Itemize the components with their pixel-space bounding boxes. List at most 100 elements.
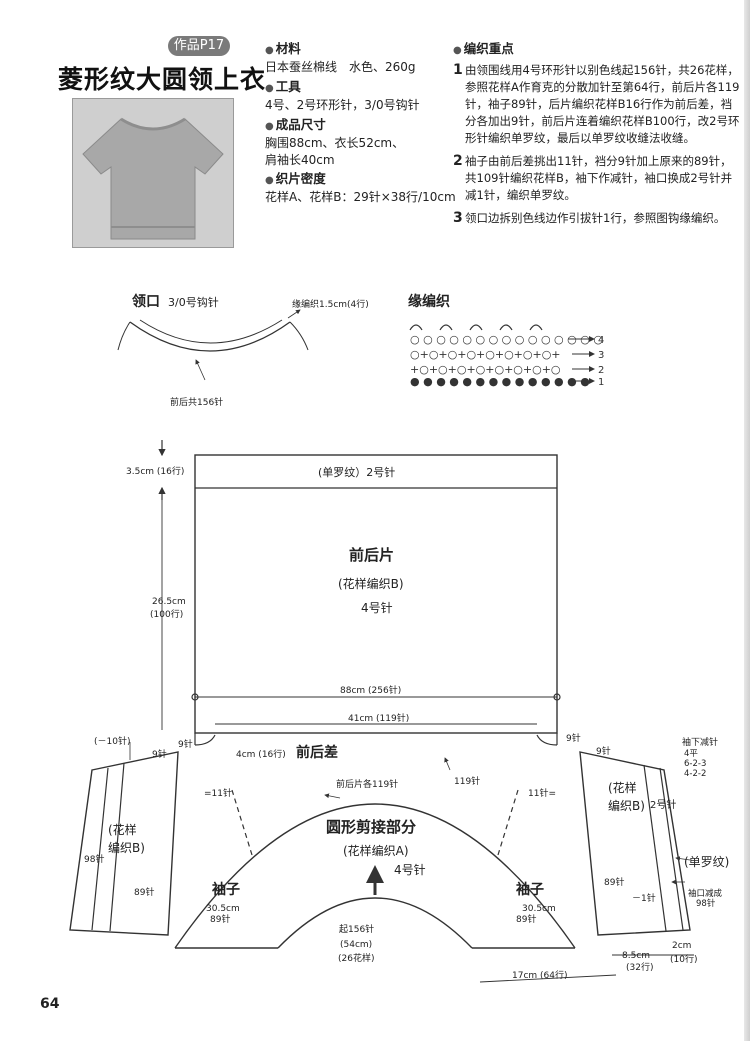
- right-sleeve-cuff-dec: 袖口减成: [688, 888, 723, 899]
- right-sleeve-w2-rows: (10行): [670, 953, 697, 965]
- yoke-needle: 4号针: [394, 862, 426, 877]
- collar-needle: 3/0号钩针: [168, 295, 219, 309]
- left-sleeve-gusset: 9针: [152, 748, 167, 760]
- sweater-photo: [72, 98, 234, 248]
- yoke-119: 119针: [454, 775, 480, 787]
- body-rows: (100行): [150, 608, 183, 620]
- sleeve-len-left: 30.5cm: [206, 904, 240, 914]
- yoke-front-back: 前后片各119针: [336, 778, 398, 790]
- step-text: 由领围线用4号环形针以别色线起156针，共26花样，参照花样A作育克的分散加针至…: [465, 63, 740, 145]
- yoke-title: 圆形剪接部分: [326, 818, 416, 836]
- yoke-pattern: (花样编织A): [343, 843, 409, 858]
- page-edge-shadow: [744, 0, 750, 1041]
- right-sleeve-w1-rows: (32行): [626, 961, 653, 973]
- edging-row-4: 4: [598, 335, 604, 346]
- right-sleeve-needle: 2号针: [650, 798, 676, 811]
- body-width: 88cm (256针): [340, 684, 401, 696]
- body-rib-label: (单罗纹）2号针: [318, 465, 395, 479]
- size-line-2: 肩袖长40cm: [265, 153, 335, 167]
- edging-symbols: ○ ○ ○ ○ ○ ○ ○ ○ ○ ○ ○ ○ ○ ○ ○ ○+○+○+○+○+…: [410, 333, 603, 388]
- edging-row-1: 1: [598, 377, 604, 388]
- gusset-left: 9针: [178, 738, 193, 750]
- page-number: 64: [40, 996, 60, 1012]
- materials-section: 材料 日本蚕丝棉线 水色、260g: [265, 40, 455, 76]
- step-number: 1: [453, 62, 463, 78]
- cast-on: 起156针: [339, 923, 374, 935]
- right-sleeve-dec-2: 6-2-3: [684, 759, 706, 769]
- collar-total: 前后共156针: [170, 396, 223, 408]
- size-heading: 成品尺寸: [265, 116, 455, 135]
- tools-heading: 工具: [265, 78, 455, 97]
- page-title: 菱形纹大圆领上衣: [58, 65, 267, 94]
- step-number: 3: [453, 210, 463, 226]
- pickup-left: =11针: [204, 787, 232, 799]
- right-sleeve-w2: 2cm: [672, 941, 691, 951]
- cast-on-rep: (26花样): [338, 952, 374, 964]
- gusset-right: 9针: [566, 732, 581, 744]
- sweater-illustration: [73, 99, 233, 247]
- right-sleeve-dec-3: 4-2-2: [684, 769, 706, 779]
- diagram-labels: 领口 3/0号钩针 缘编织1.5cm(4行) 前后共156针 缘编织 3.5cm…: [84, 293, 729, 981]
- sleeve-title-right: 袖子: [516, 881, 544, 898]
- materials-text: 日本蚕丝棉线 水色、260g: [265, 60, 416, 74]
- right-sleeve-gusset: 9针: [596, 745, 611, 757]
- materials-heading: 材料: [265, 40, 455, 59]
- gauge-heading: 织片密度: [265, 170, 465, 189]
- body-height: 26.5cm: [152, 597, 186, 607]
- right-sleeve-w1: 8.5cm: [622, 951, 650, 961]
- right-sleeve-rib: (单罗纹): [684, 855, 729, 869]
- body-pattern: (花样编织B): [338, 576, 404, 591]
- step-3: 3 领口边拆别色线边作引拔针1行，参照图钩缘编织。: [453, 210, 743, 227]
- left-sleeve-top: (－10针): [94, 735, 130, 747]
- sleeve-sts-right: 89针: [516, 913, 536, 925]
- collar-title: 领口: [132, 293, 160, 310]
- right-sleeve-pattern-2: 编织B): [608, 798, 645, 813]
- gauge-text: 花样A、花样B：29针×38行/10cm: [265, 190, 456, 204]
- svg-text:● ● ● ● ● ● ● ● ● ● ● ● ● ●: ● ● ● ● ● ● ● ● ● ● ● ● ● ●: [410, 375, 590, 388]
- right-sleeve-dec-title: 袖下减针: [682, 736, 718, 748]
- step-2: 2 袖子由前后差挑出11针，裆分9针加上原来的89针，共109针编织花样B，袖下…: [453, 153, 743, 204]
- sleeve-title-left: 袖子: [212, 881, 240, 898]
- diff-height: 4cm (16行): [236, 748, 286, 760]
- step-number: 2: [453, 153, 463, 169]
- right-sleeve-pattern-1: (花样: [608, 780, 637, 795]
- right-sleeve-dec-1: 4平: [684, 749, 698, 759]
- work-badge: 作品P17: [168, 36, 230, 56]
- right-sleeve-minus-1: －1针: [632, 892, 656, 904]
- edging-title: 缘编织: [408, 293, 450, 310]
- pickup-right: 11针=: [528, 787, 556, 799]
- body-title: 前后片: [349, 546, 394, 564]
- body-piece: [158, 440, 561, 746]
- size-section: 成品尺寸 胸围88cm、衣长52cm、 肩袖长40cm: [265, 116, 455, 169]
- right-sleeve-piece: [579, 751, 694, 956]
- body-half-width: 41cm (119针): [348, 712, 409, 724]
- yoke-piece: [174, 757, 617, 983]
- left-sleeve-piece: [69, 742, 179, 936]
- svg-text:+○+○+○+○+○+○+○+○: +○+○+○+○+○+○+○+○: [410, 363, 561, 376]
- edging-row-3: 3: [598, 350, 604, 361]
- svg-text:○ ○ ○ ○ ○ ○ ○ ○ ○ ○ ○ ○ ○ ○ ○: ○ ○ ○ ○ ○ ○ ○ ○ ○ ○ ○ ○ ○ ○ ○: [410, 333, 603, 346]
- sleeve-len-right: 30.5cm: [522, 904, 556, 914]
- collar-diagram: [117, 309, 309, 381]
- edging-row-numbers: 4 3 2 1: [598, 335, 604, 388]
- svg-text:○+○+○+○+○+○+○+○+: ○+○+○+○+○+○+○+○+: [410, 348, 561, 361]
- step-text: 领口边拆别色线边作引拔针1行，参照图钩缘编织。: [465, 211, 726, 225]
- steps-heading: 编织重点: [453, 40, 743, 59]
- size-line-1: 胸围88cm、衣长52cm、: [265, 136, 405, 150]
- neck-width: 17cm (64行): [512, 969, 568, 981]
- edging-row-2: 2: [598, 365, 604, 376]
- left-sleeve-pattern-2: 编织B): [108, 840, 145, 855]
- edging-chart: [409, 324, 595, 384]
- body-needle: 4号针: [361, 600, 393, 615]
- left-sleeve-98: 98针: [84, 853, 104, 865]
- right-sleeve-89: 89针: [604, 876, 624, 888]
- collar-edge-note: 缘编织1.5cm(4行): [292, 298, 369, 310]
- cast-on-cm: (54cm): [340, 940, 372, 950]
- right-sleeve-cuff-98: 98针: [696, 898, 716, 909]
- tools-section: 工具 4号、2号环形针，3/0号钩针: [265, 78, 455, 114]
- left-sleeve-89: 89针: [134, 886, 154, 898]
- step-text: 袖子由前后差挑出11针，裆分9针加上原来的89针，共109针编织花样B，袖下作减…: [465, 154, 733, 202]
- sleeve-sts-left: 89针: [210, 913, 230, 925]
- step-1: 1 由领围线用4号环形针以别色线起156针，共26花样，参照花样A作育克的分散加…: [453, 62, 743, 147]
